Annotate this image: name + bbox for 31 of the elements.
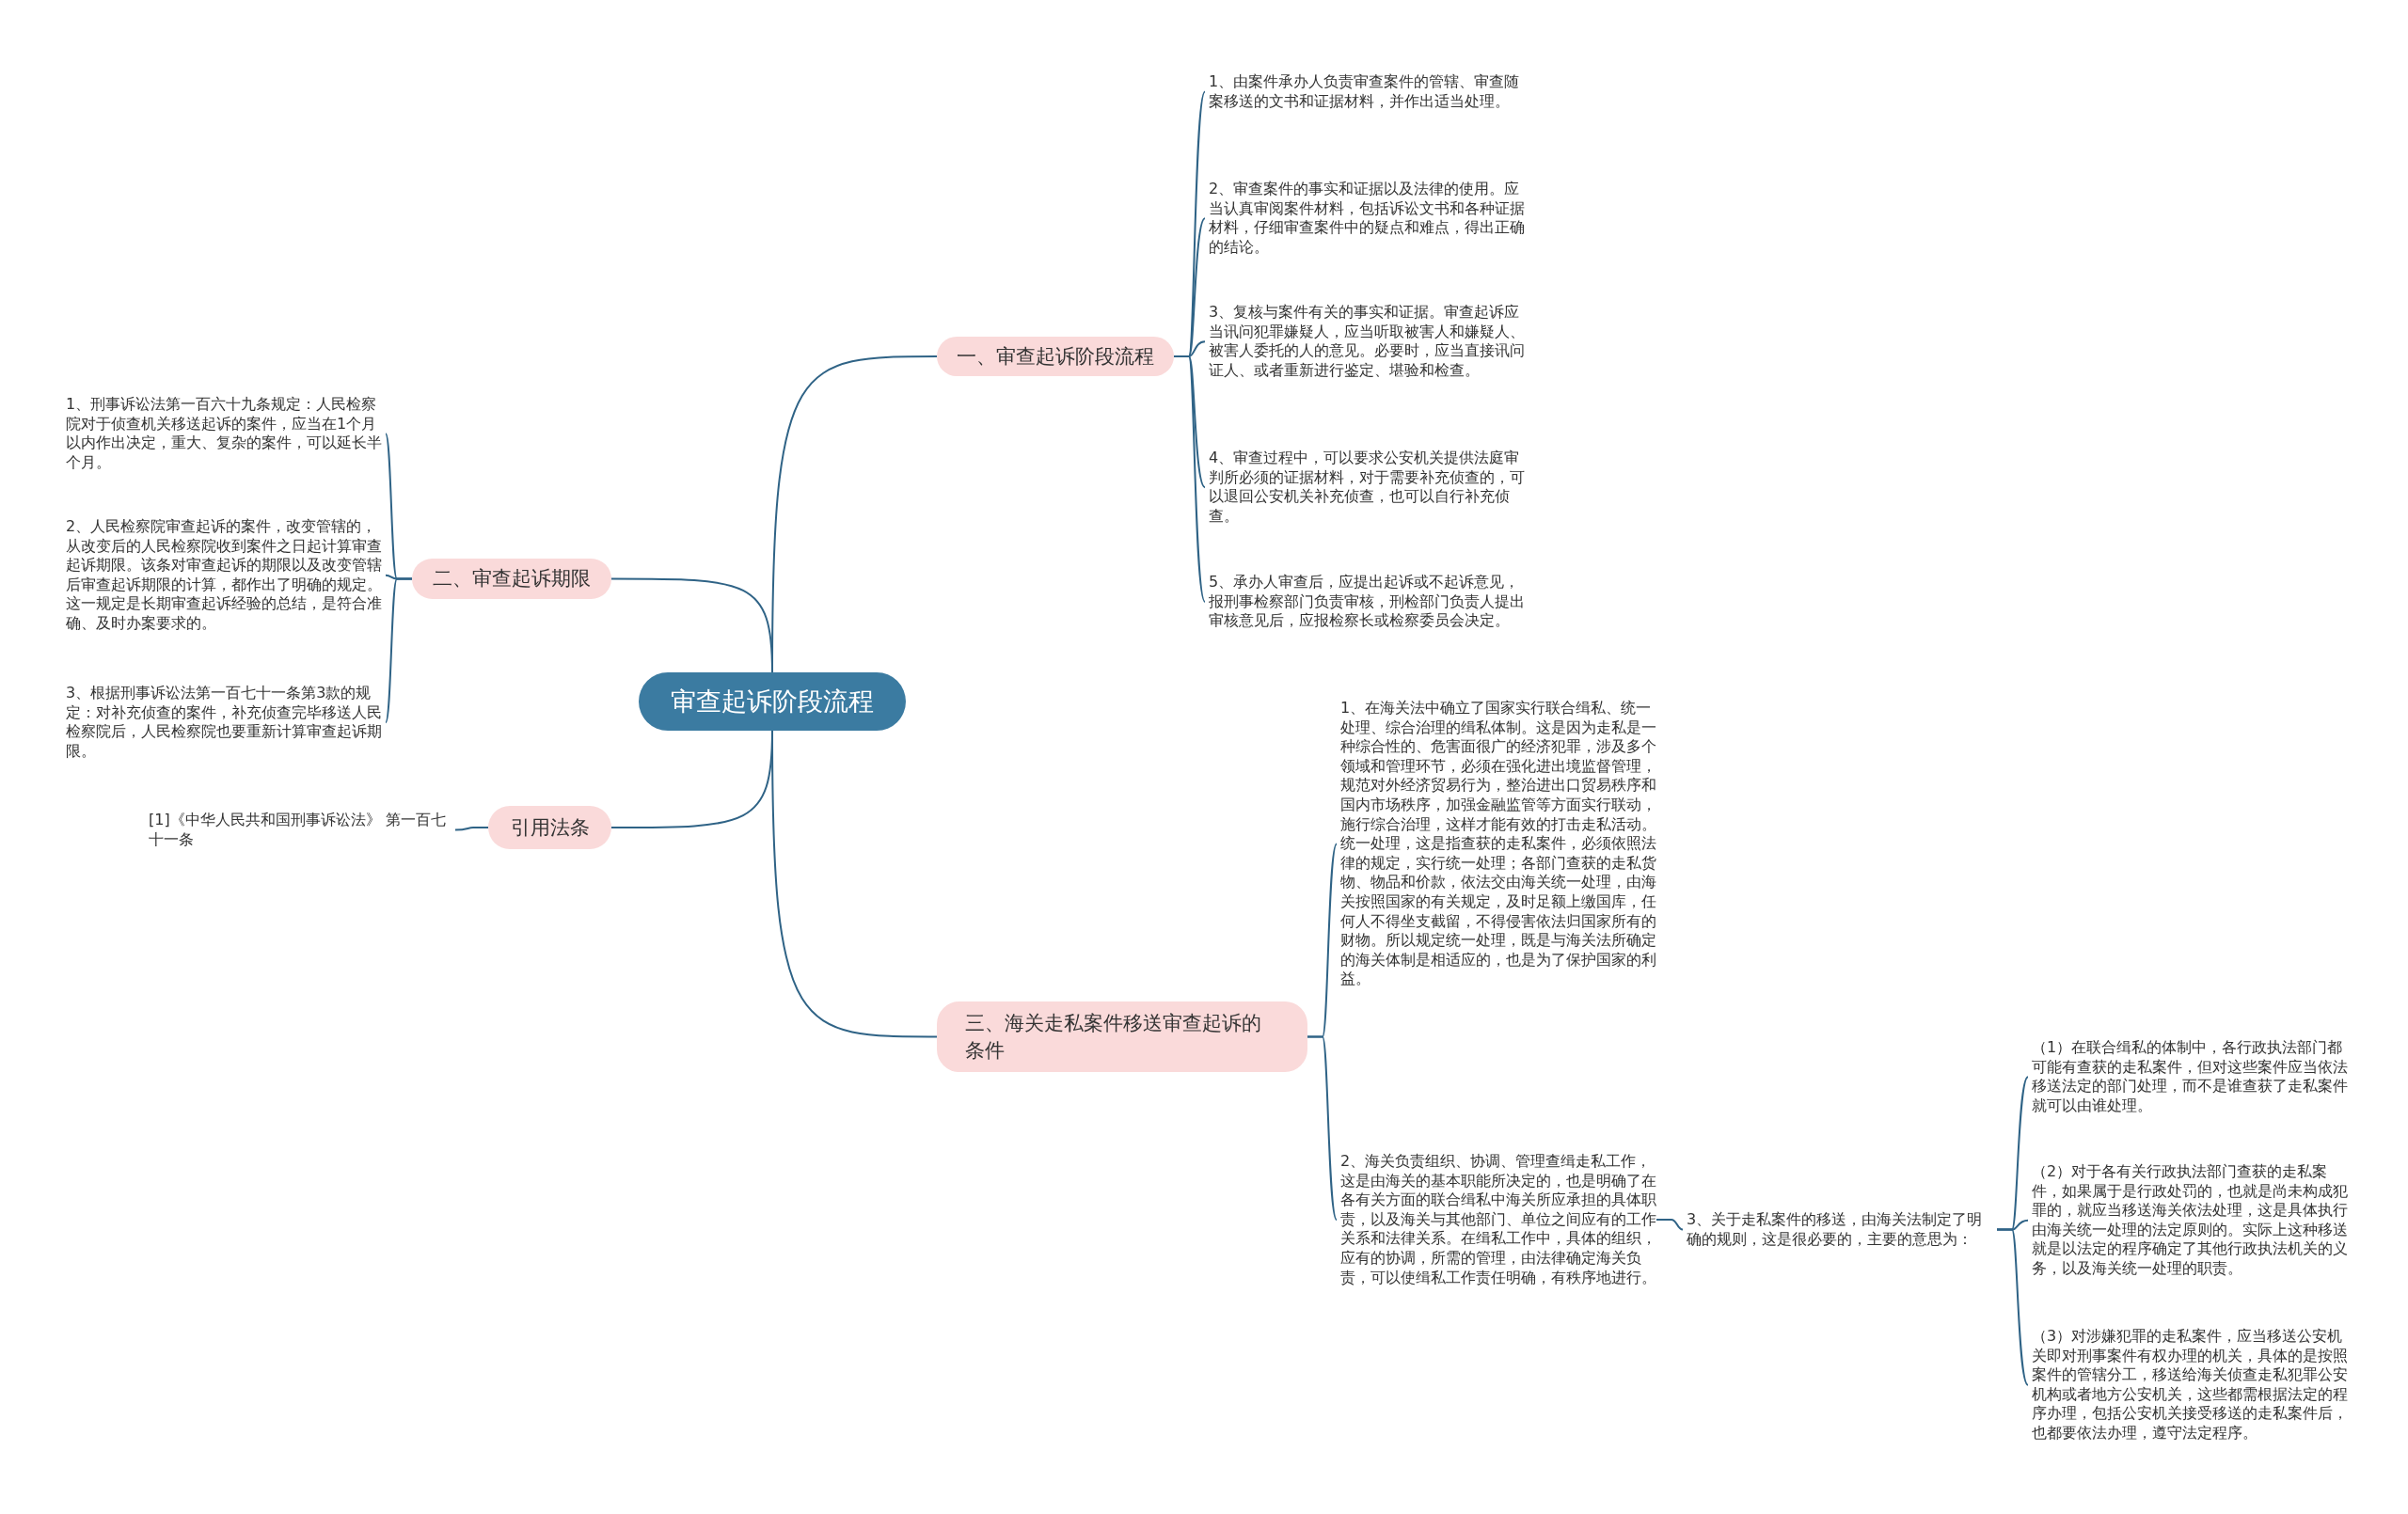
note-text: （2）对于各有关行政执法部门查获的走私案件，如果属于是行政处罚的，也就是尚未构成犯罪的，就应当移送海关依法处理，这是具体执行由海关统一处理的法定原则的。实际上这种移送就是以法定的程序确定了其他行政执法机关的义务，以及海关统一处理的职责。 [2032,1162,2348,1279]
connector-line [1307,1035,1338,1222]
topic-pill [937,337,1174,376]
topic-pill [937,1001,1307,1072]
note-text: [1]《中华人民共和国刑事诉讼法》 第一百七十一条 [149,811,452,850]
connector-line [1656,1219,1684,1231]
topic-pill [488,806,611,849]
note-text: 2、海关负责组织、协调、管理查缉走私工作，这是由海关的基本职能所决定的，也是明确了在各有关方面的联合缉私中海关所应承担的具体职责，以及海关与其他部门、单位之间应有的工作关系和法律关系。在缉私工作中，具体的组织，应有的协调，所需的管理，由法律确定海关负责，可以使缉私工作责任明确，有秩序地进行。 [1340,1152,1656,1288]
note-text: 1、由案件承办人负责审查案件的管辖、审查随案移送的文书和证据材料，并作出适当处理。 [1209,72,1525,112]
topic-label: 一、审查起诉阶段流程 [957,343,1154,370]
connector-line [1996,1228,2029,1386]
connector-line [1173,355,1206,603]
connector-line [454,827,489,831]
topic-label: 二、审查起诉期限 [433,566,591,591]
connector-line [385,577,413,724]
note-text: 2、人民检察院审查起诉的案件，改变管辖的，从改变后的人民检察院收到案件之日起计算审查起诉期限。该条对审查起诉的期限以及改变管辖后审查起诉期限的计算，都作出了明确的规定。这一规定是长期审查起诉经验的总结，是符合准确、及时办案要求的。 [66,517,382,634]
topic-label: 三、海关走私案件移送审查起诉的条件 [965,1010,1262,1064]
note-text: 5、承办人审查后，应提出起诉或不起诉意见，报刑事检察部门负责审核，刑检部门负责人提出审核意见后，应报检察长或检察委员会决定。 [1209,573,1525,631]
note-text: 3、关于走私案件的移送，由海关法制定了明确的规则，这是很必要的，主要的意思为： [1687,1210,1997,1250]
note-text: （3）对涉嫌犯罪的走私案件，应当移送公安机关即对刑事案件有权办理的机关，具体的是按照案件的管辖分工，移送给海关侦查走私犯罪公安机构或者地方公安机关，这些都需根据法定的程序办理，包括公安机关接受移送的走私案件后，也都要依法办理，遵守法定程序。 [2032,1327,2348,1443]
note-text: 3、根据刑事诉讼法第一百七十一条第3款的规定：对补充侦查的案件，补充侦查完毕移送人民检察院后，人民检察院也要重新计算审查起诉期限。 [66,684,382,762]
note-text: 2、审查案件的事实和证据以及法律的使用。应当认真审阅案件材料，包括诉讼文书和各种证据材料，仔细审查案件中的疑点和难点，得出正确的结论。 [1209,180,1525,258]
note-text: （1）在联合缉私的体制中，各行政执法部门都可能有查获的走私案件，但对这些案件应当依法移送法定的部门处理，而不是谁查获了走私案件就可以由谁处理。 [2032,1038,2348,1116]
note-text: 1、刑事诉讼法第一百六十九条规定：人民检察院对于侦查机关移送起诉的案件，应当在1个月以内作出决定，重大、复杂的案件，可以延长半个月。 [66,395,382,473]
note-text: 4、审查过程中，可以要求公安机关提供法庭审判所必须的证据材料，对于需要补充侦查的，可以退回公安机关补充侦查，也可以自行补充侦查。 [1209,449,1525,527]
connector-line [610,577,773,673]
topic-label: 审查起诉阶段流程 [671,686,874,718]
note-text: 3、复核与案件有关的事实和证据。审查起诉应当讯问犯罪嫌疑人，应当听取被害人和嫌疑人、被害人委托的人的意见。必要时，应当直接讯问证人、或者重新进行鉴定、堪验和检查。 [1209,303,1525,381]
note-text: 1、在海关法中确立了国家实行联合缉私、统一处理、综合治理的缉私体制。这是因为走私是一种综合性的、危害面很广的经济犯罪，涉及多个领域和管理环节，必须在强化进出境监督管理，规范对外经济贸易行为，整治进出口贸易秩序和国内市场秩序，加强金融监管等方面实行联动，施行综合治理，这样才能有效的打击走私活动。统一处理，这是指查获的走私案件，必须依照法律的规定，实行统一处理；各部门查获的走私货物、物品和价款，依法交由海关统一处理，由海关按照国家的有关规定，及时足额上缴国库，任何人不得坐支截留，不得侵害依法归国家所有的财物。所以规定统一处理，既是与海关法所确定的海关体制是相适应的，也是为了保护国家的利益。 [1340,699,1656,989]
topic-label: 引用法条 [510,814,590,841]
topic-pill [412,559,611,599]
